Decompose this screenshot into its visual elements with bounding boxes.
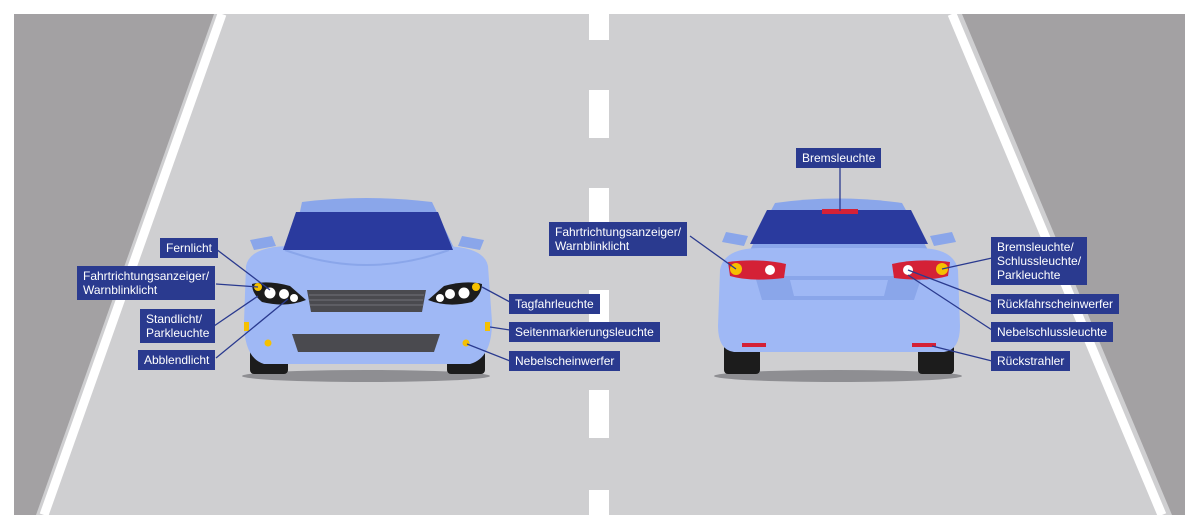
label-low-beam: Abblendlicht bbox=[138, 350, 216, 370]
label-parking-light: Standlicht/ Parkleuchte bbox=[140, 309, 216, 343]
label-center-brake-light: Bremsleuchte bbox=[796, 148, 882, 168]
car-rear-icon bbox=[714, 198, 962, 382]
label-brake-tail-parking-light: Bremsleuchte/ Schlussleuchte/ Parkleucht… bbox=[991, 237, 1088, 285]
label-front-turn-signal: Fahrtrichtungsanzeiger/ Warnblinklicht bbox=[77, 266, 216, 300]
label-fernlicht: Fernlicht bbox=[160, 238, 219, 258]
left-shoulder bbox=[14, 14, 214, 515]
leader-lines bbox=[211, 167, 993, 362]
label-fog-light: Nebelscheinwerfer bbox=[509, 351, 621, 371]
label-side-marker-light: Seitenmarkierungsleuchte bbox=[509, 322, 660, 342]
label-rear-fog-light: Nebelschlussleuchte bbox=[991, 322, 1114, 342]
label-reflector: Rückstrahler bbox=[991, 351, 1071, 371]
label-reverse-light: Rückfahrscheinwerfer bbox=[991, 294, 1120, 314]
left-lane-line bbox=[39, 12, 227, 517]
car-front-icon bbox=[242, 198, 492, 382]
label-rear-turn-signal: Fahrtrichtungsanzeiger/ Warnblinklicht bbox=[549, 222, 688, 256]
label-daytime-running-light: Tagfahrleuchte bbox=[509, 294, 600, 314]
